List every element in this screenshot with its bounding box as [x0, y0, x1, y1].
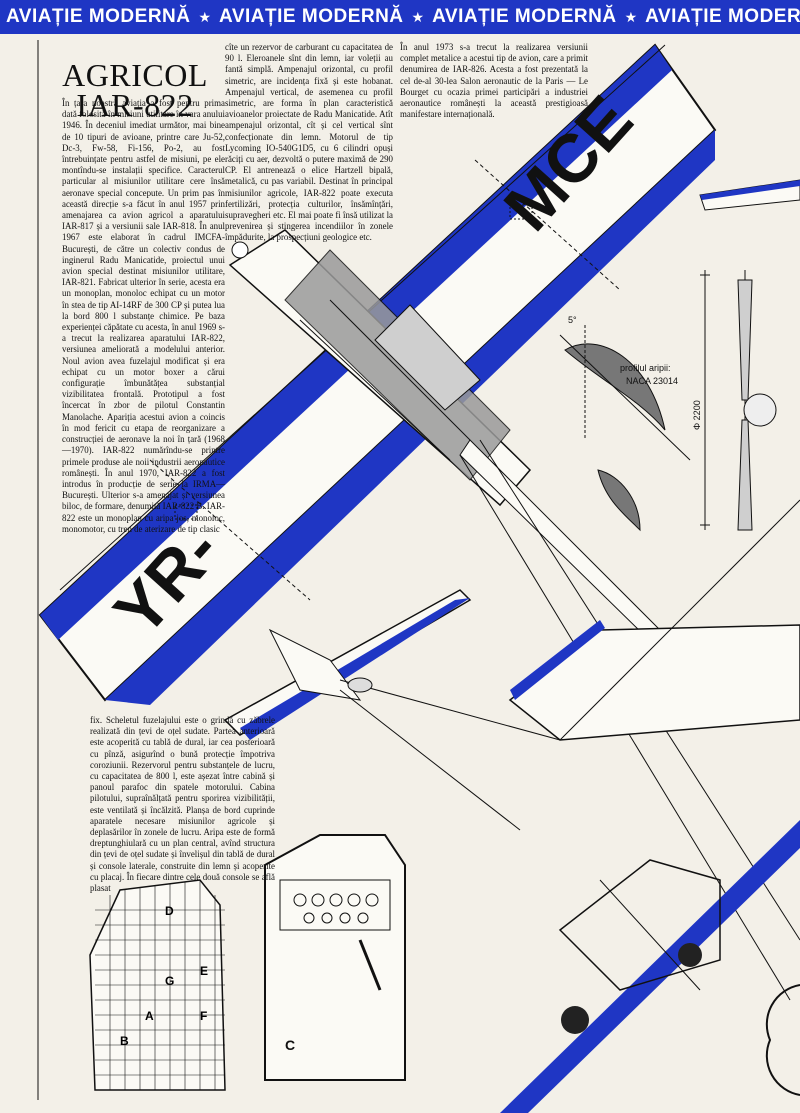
tailplane-view [223, 589, 561, 831]
article-column-1: În țara noastră aviația a fost pentru pr… [62, 98, 225, 534]
panel-letter: A [145, 1009, 154, 1023]
fuselage-cross-section-grid: D A B F G E [89, 879, 226, 1091]
panel-letter: D [165, 904, 174, 918]
title-line-2: IAR-822 [76, 87, 194, 123]
panel-letter: E [200, 964, 208, 978]
edge-detail [765, 984, 800, 1096]
star-icon: ★ [624, 8, 638, 25]
star-icon: ★ [198, 8, 212, 25]
profile-name: NACA 23014 [626, 376, 679, 386]
article-column-2: cîte un rezervor de carburant cu capacit… [225, 42, 393, 243]
banner-segment: AVIAȚIE MODERNĂ [645, 6, 800, 27]
banner-segment: AVIAȚIE MODERNĂ [219, 6, 404, 27]
airfoil-section [559, 325, 691, 532]
profile-label: profilul aripii: NACA 23014 [620, 362, 678, 388]
article-title: AGRICOL IAR-822 [60, 57, 210, 123]
banner-segment: AVIAȚIE MODERNĂ [432, 6, 617, 27]
lower-stripe [500, 820, 800, 1113]
side-view-wing [508, 179, 800, 741]
title-line-1: AGRICOL [62, 57, 208, 93]
fuselage [228, 229, 800, 1001]
instrument-panel-drawing: C [264, 834, 406, 1081]
header-banner: AVIAȚIE MODERNĂ ★ AVIAȚIE MODERNĂ ★ AVIA… [0, 0, 800, 34]
article-column-4: fix. Scheletul fuzelajului este o grindă… [90, 715, 275, 894]
propeller-diameter-label: Φ 2200 [692, 400, 702, 430]
panel-letter: B [120, 1034, 129, 1048]
angle-label: 5° [568, 315, 577, 325]
article-column-3: În anul 1973 s-a trecut la realizarea ve… [400, 42, 588, 120]
profile-caption: profilul aripii: [620, 363, 671, 373]
propeller-view [700, 270, 777, 531]
banner-segment: AVIAȚIE MODERNĂ [6, 6, 191, 27]
star-icon: ★ [411, 8, 425, 25]
panel-label-c: C [285, 1037, 295, 1053]
panel-letter: G [165, 974, 174, 988]
panel-letter: F [200, 1009, 207, 1023]
